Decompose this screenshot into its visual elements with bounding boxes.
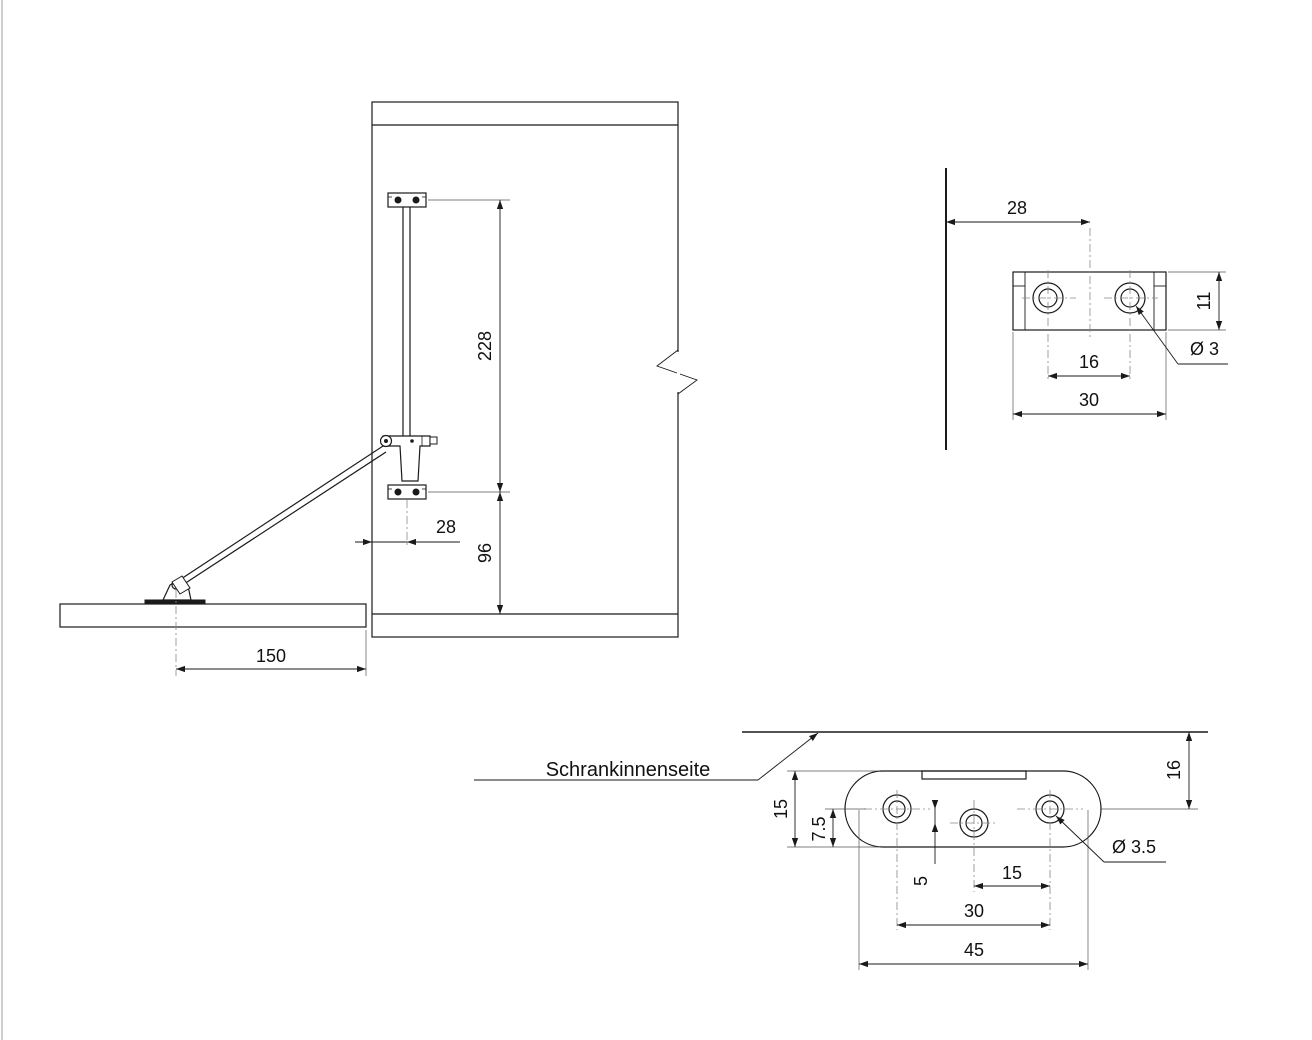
dim-label-228: 228 bbox=[475, 331, 495, 361]
top-mounting-bracket bbox=[387, 192, 427, 208]
bottom-mounting-bracket bbox=[387, 484, 427, 500]
dim-label-7-5: 7.5 bbox=[809, 816, 829, 841]
dim-label-5: 5 bbox=[911, 876, 931, 886]
dim-label-30-plate: 30 bbox=[964, 901, 984, 921]
flap-door bbox=[59, 603, 367, 628]
mounting-plate bbox=[844, 770, 1102, 848]
plate-tab bbox=[921, 770, 1027, 780]
dim-label-30-bracket: 30 bbox=[1079, 390, 1099, 410]
side-view: 228 96 28 150 bbox=[59, 101, 698, 676]
dim-label-11: 11 bbox=[1194, 292, 1214, 311]
cabinet-side-panel bbox=[371, 101, 679, 638]
dim-label-45: 45 bbox=[964, 940, 984, 960]
stay-arm-lower bbox=[180, 451, 387, 587]
leader-diameter-3-5 bbox=[1055, 815, 1105, 863]
label-inner-side: Schrankinnenseite bbox=[546, 759, 711, 781]
bracket-body bbox=[1012, 271, 1167, 331]
dim-label-diameter-3-5: Ø 3.5 bbox=[1112, 837, 1156, 857]
dim-label-96: 96 bbox=[475, 543, 495, 563]
dim-label-16-plate: 16 bbox=[1164, 760, 1184, 780]
dim-label-28-side: 28 bbox=[436, 517, 456, 537]
dim-label-15-height: 15 bbox=[771, 799, 791, 819]
dim-label-28-bracket: 28 bbox=[1007, 198, 1027, 218]
bracket-detail-view: 28 11 16 30 Ø 3 bbox=[945, 168, 1228, 450]
leader-inner-side bbox=[757, 732, 819, 781]
dim-label-150: 150 bbox=[256, 646, 286, 666]
plate-detail-view: Schrankinnenseite 16 15 bbox=[474, 731, 1208, 970]
dim-label-16-bracket: 16 bbox=[1079, 352, 1099, 372]
dim-label-15-spacing: 15 bbox=[1002, 863, 1022, 883]
slider-joint bbox=[379, 434, 438, 482]
dim-label-diameter-3: Ø 3 bbox=[1190, 339, 1219, 359]
leader-diameter-3 bbox=[1135, 305, 1179, 365]
stay-arm-upper bbox=[177, 445, 384, 582]
